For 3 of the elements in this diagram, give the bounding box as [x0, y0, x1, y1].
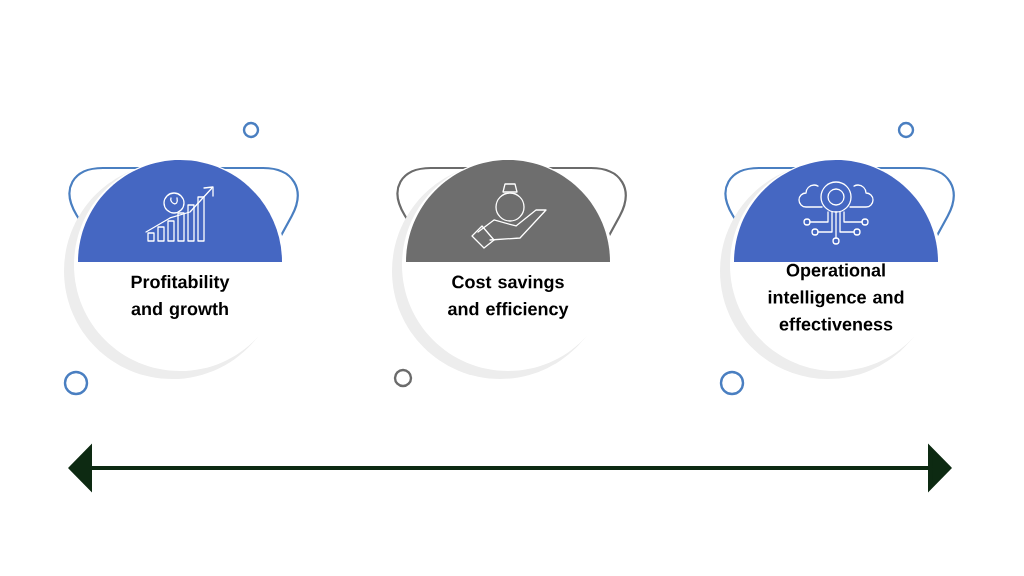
circle-card: Cost savings and efficiency [392, 159, 614, 379]
circle-card: Profitability and growth [64, 159, 286, 379]
circle-card: Operational intelligence and effectiveness [720, 159, 942, 379]
